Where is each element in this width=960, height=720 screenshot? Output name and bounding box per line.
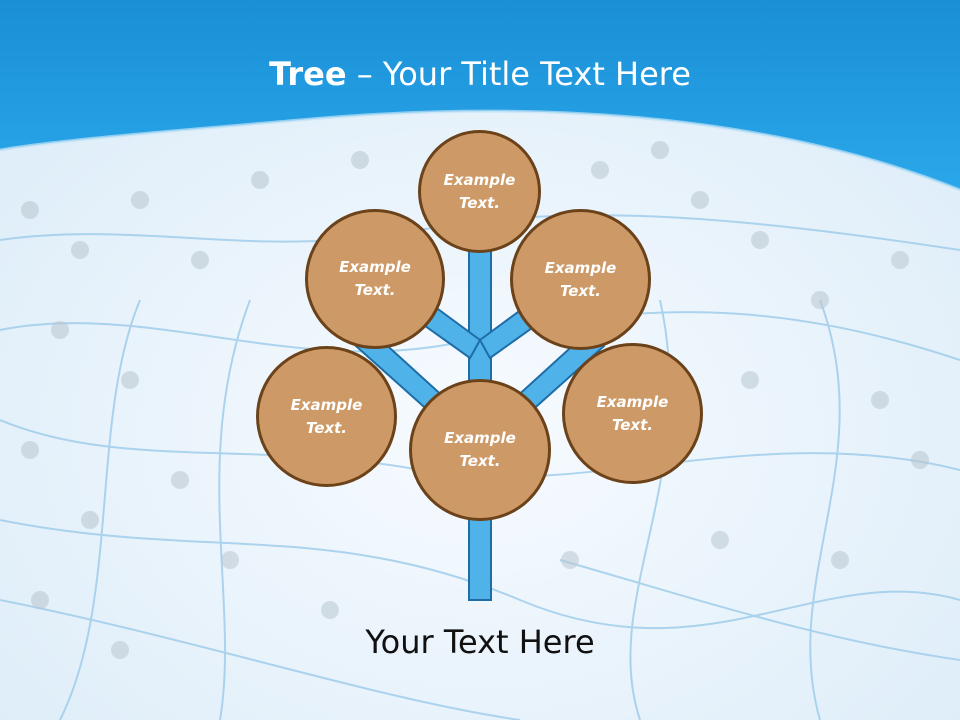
title-rest: – Your Title Text Here [346,55,691,93]
node-center: Example Text. [409,379,551,521]
node-upper-left-line1: Example [339,258,411,276]
node-lower-left-line1: Example [290,395,363,414]
node-upper-right-line1: Example [544,258,617,277]
node-lower-left-line2: Text. [305,418,347,437]
node-center-line1: Example [444,429,516,447]
header-band [0,0,960,190]
node-lower-right-line1: Example [596,392,669,411]
node-top-line1: Example [443,170,516,189]
node-upper-left: Example Text. [305,209,445,349]
crowd-figures [21,141,929,659]
node-lower-right: Example Text. [562,343,703,484]
node-lower-left: Example Text. [256,346,397,487]
slide-title: Tree – Your Title Text Here [0,52,960,96]
bottom-caption: Your Text Here [365,623,595,661]
node-upper-right: Example Text. [510,209,651,350]
node-center-line2: Text. [459,452,501,470]
node-upper-right-line2: Text. [559,281,601,300]
title-bold: Tree [269,55,347,93]
node-upper-left-line2: Text. [354,281,396,299]
node-lower-right-line2: Text. [611,415,653,434]
node-top: Example Text. [418,130,541,253]
node-top-line2: Text. [458,193,500,212]
